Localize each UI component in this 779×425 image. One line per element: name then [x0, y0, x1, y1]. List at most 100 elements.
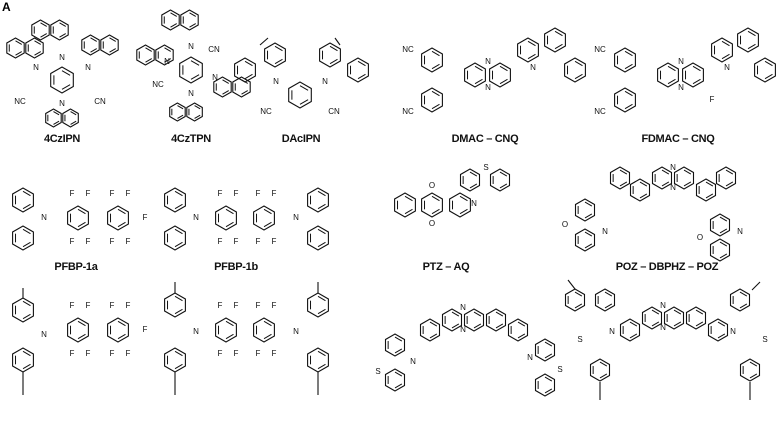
double-bond: [263, 333, 272, 340]
double-bond: [624, 103, 633, 110]
benzene-ring: [449, 192, 471, 218]
double-bond: [90, 37, 97, 42]
atom-label-n: N: [59, 53, 65, 62]
label-poz-dbphz-poz: POZ – DBPHZ – POZ: [615, 261, 719, 273]
double-bond: [431, 195, 440, 202]
double-bond: [429, 333, 438, 339]
atom-label-n: N: [460, 325, 466, 334]
atom-label-n: N: [293, 327, 299, 336]
label-pfbp-1b: PFBP-1b: [214, 261, 258, 273]
atom-label-f: F: [86, 237, 91, 246]
atom-label-n: N: [41, 330, 47, 339]
benzene-ring: [682, 62, 704, 88]
bond: [567, 279, 576, 290]
atom-label-f: F: [86, 301, 91, 310]
atom-label-nc: NC: [594, 107, 606, 116]
double-bond: [499, 183, 508, 189]
double-bond: [222, 79, 229, 84]
benzene-ring: [485, 308, 507, 332]
double-bond: [145, 58, 152, 63]
atom-label-f: F: [110, 189, 115, 198]
double-bond: [639, 181, 648, 187]
atom-label-f: F: [256, 189, 261, 198]
benzene-ring: [319, 42, 341, 68]
atom-label-cn: CN: [94, 97, 106, 106]
label-pfbp-1a: PFBP-1a: [54, 261, 98, 273]
double-bond: [639, 193, 648, 199]
double-bond: [61, 70, 71, 76]
double-bond: [673, 309, 682, 315]
benzene-ring: [507, 318, 529, 342]
double-bond: [459, 195, 468, 202]
double-bond: [174, 350, 183, 357]
atom-label-f: F: [218, 189, 223, 198]
double-bond: [145, 47, 152, 52]
benzene-ring: [25, 37, 44, 59]
double-bond: [719, 253, 728, 259]
double-bond: [474, 65, 483, 72]
double-bond: [695, 321, 704, 327]
benzene-ring: [136, 44, 155, 66]
benzene-ring: [67, 205, 89, 231]
benzene-ring: [564, 57, 586, 83]
label-dacipn: DAcIPN: [281, 133, 321, 145]
double-bond: [604, 303, 613, 309]
double-bond: [190, 74, 200, 80]
atom-label-n: N: [485, 57, 491, 66]
double-bond: [695, 309, 704, 315]
benzene-ring: [739, 358, 761, 382]
double-bond: [225, 320, 234, 327]
atom-label-nc: NC: [260, 107, 272, 116]
double-bond: [299, 85, 309, 91]
benzene-ring: [419, 318, 441, 342]
double-bond: [431, 90, 440, 97]
double-bond: [15, 40, 22, 45]
double-bond: [299, 99, 309, 105]
double-bond: [357, 73, 366, 80]
atom-label-f: F: [70, 189, 75, 198]
atom-label-f: F: [218, 301, 223, 310]
double-bond: [394, 348, 403, 354]
double-bond: [317, 190, 326, 197]
double-bond: [661, 181, 670, 187]
label-4cztpn: 4CzTPN: [171, 133, 211, 145]
double-bond: [584, 231, 593, 237]
double-bond: [394, 336, 403, 342]
double-bond: [574, 303, 583, 309]
atom-label-n: N: [678, 57, 684, 66]
benzene-ring: [253, 317, 275, 343]
benzene-ring: [12, 187, 34, 213]
label-fdmac-cnq: FDMAC – CNQ: [641, 133, 715, 145]
benzene-ring: [169, 102, 186, 122]
atom-label-f: F: [218, 237, 223, 246]
benzene-ring: [754, 57, 776, 83]
atom-label-n: N: [212, 73, 218, 82]
atom-label-n: N: [737, 227, 743, 236]
benzene-ring: [544, 27, 566, 53]
double-bond: [77, 221, 86, 228]
double-bond: [473, 323, 482, 329]
double-bond: [584, 213, 593, 219]
benzene-ring: [614, 47, 636, 73]
atom-label-cn: CN: [208, 45, 220, 54]
atom-label-n: N: [730, 327, 736, 336]
atom-label-f: F: [256, 237, 261, 246]
atom-label-f: F: [234, 237, 239, 246]
atom-label-o: O: [562, 220, 568, 229]
atom-label-f: F: [110, 301, 115, 310]
benzene-ring: [62, 108, 79, 128]
benzene-ring: [564, 288, 586, 312]
double-bond: [499, 171, 508, 177]
atom-label-n: N: [471, 199, 477, 208]
atom-label-f: F: [86, 189, 91, 198]
atom-label-s: S: [375, 367, 380, 376]
double-bond: [431, 103, 440, 110]
double-bond: [692, 65, 701, 72]
double-bond: [619, 181, 628, 187]
double-bond: [599, 373, 608, 379]
double-bond: [174, 241, 183, 248]
label-4czipn: 4CzIPN: [43, 133, 81, 145]
double-bond: [109, 48, 116, 53]
double-bond: [469, 171, 478, 177]
